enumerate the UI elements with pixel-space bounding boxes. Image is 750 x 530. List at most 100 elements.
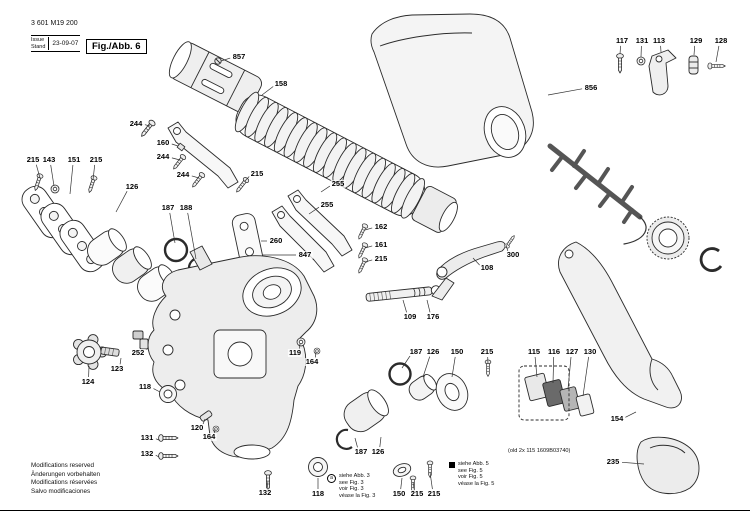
part-callout-116: 116 (546, 347, 562, 356)
part-lever-108 (436, 241, 506, 280)
issue-date: 23-09-07 (52, 40, 79, 47)
part-arm-154 (558, 241, 682, 409)
note-line: voir Fig. 3 (339, 486, 364, 493)
footer-divider (0, 510, 750, 511)
see-fig5-note: siehe Abb. 5 see Fig. 5 voir Fig. 5 véas… (449, 461, 494, 487)
part-callout-126: 126 (425, 347, 441, 356)
figure-label: Fig./Abb. 6 (86, 39, 147, 54)
part-callout-187: 187 (160, 203, 176, 212)
part-ring-187 (163, 237, 189, 263)
see-fig3-note: a siehe Abb. 3 see Fig. 3 voir Fig. 3 vé… (327, 473, 375, 499)
part-hose (234, 91, 458, 233)
part-callout-176: 176 (425, 312, 441, 321)
part-callout-857: 857 (231, 52, 247, 61)
note-line: siehe Abb. 5 (458, 461, 489, 467)
part-tube-158 (168, 41, 262, 114)
part-callout-108: 108 (479, 263, 495, 272)
part-callout-131: 131 (634, 36, 650, 45)
part-callout-215: 215 (88, 155, 104, 164)
part-callout-158: 158 (273, 79, 289, 88)
part-plate-260 (231, 213, 264, 267)
part-callout-119: 119 (287, 348, 303, 357)
part-callout-235: 235 (605, 457, 621, 466)
part-callout-215: 215 (249, 169, 265, 178)
part-bracket-244 (167, 121, 239, 189)
part-shaft-123 (100, 346, 120, 357)
part-callout-143: 143 (41, 155, 57, 164)
part-spacer-129 (688, 55, 699, 75)
part-callout-856: 856 (583, 83, 599, 92)
part-callout-132: 132 (139, 449, 155, 458)
part-callout-129: 129 (688, 36, 704, 45)
part-callout-123: 123 (109, 364, 125, 373)
part-callout-124: 124 (80, 377, 96, 386)
part-callout-847: 847 (297, 250, 313, 259)
part-callout-244: 244 (155, 152, 171, 161)
part-callout-215: 215 (373, 254, 389, 263)
part-rollers-middle (308, 362, 469, 477)
part-callout-127: 127 (564, 347, 580, 356)
part-callout-115: 115 (526, 347, 542, 356)
part-callout-120: 120 (189, 423, 205, 432)
part-callout-118: 118 (137, 382, 153, 391)
fig5-note-icon (449, 462, 455, 468)
note-line: véase la Fig. 5 (458, 480, 495, 487)
part-callout-187: 187 (353, 447, 369, 456)
part-circlip (699, 247, 723, 272)
part-callout-164: 164 (304, 357, 320, 366)
issue-label: Issue (31, 37, 45, 43)
part-callout-151: 151 (66, 155, 82, 164)
part-callout-187: 187 (408, 347, 424, 356)
part-callout-160: 160 (155, 138, 171, 147)
part-bracket-113 (648, 49, 677, 96)
modifications-notice: Modifications reserved Änderungen vorbeh… (31, 462, 100, 497)
part-callout-113: 113 (651, 36, 667, 45)
part-adjust-knob (646, 216, 690, 260)
part-callout-150: 150 (449, 347, 465, 356)
part-callout-117: 117 (614, 36, 630, 45)
part-guard-235 (636, 436, 700, 494)
stand-label: Stand (31, 43, 46, 50)
part-bracket-255b (271, 205, 335, 273)
part-callout-126: 126 (124, 182, 140, 191)
part-pad-130 (575, 393, 595, 417)
part-cable-harness (547, 143, 647, 245)
issue-date-box: Issue Stand 23-09-07 (31, 35, 81, 52)
old-part-note: (old 2x 115 1609B03740) (508, 448, 571, 454)
part-callout-132: 132 (257, 488, 273, 497)
part-callout-161: 161 (373, 240, 389, 249)
note-line: see Fig. 5 (458, 467, 483, 474)
part-callout-255: 255 (330, 179, 346, 188)
notice-line: Modifications réservées (31, 479, 98, 487)
part-callout-215: 215 (25, 155, 41, 164)
part-ring-118-left (159, 385, 177, 403)
notice-line: Änderungen vorbehalten (31, 470, 100, 478)
part-callout-188: 188 (178, 203, 194, 212)
part-gear-housing (147, 245, 318, 460)
part-callout-255: 255 (319, 200, 335, 209)
part-callout-164: 164 (201, 432, 217, 441)
part-callout-150: 150 (391, 489, 407, 498)
part-callout-130: 130 (582, 347, 598, 356)
part-callout-128: 128 (713, 36, 729, 45)
notice-line: Salvo modificaciones (31, 488, 91, 496)
part-callout-260: 260 (268, 236, 284, 245)
fig3-note-icon: a (327, 474, 336, 483)
part-callout-252: 252 (130, 348, 146, 357)
part-callout-109: 109 (402, 312, 418, 321)
part-callout-244: 244 (128, 119, 144, 128)
part-bracket-255a (287, 189, 353, 257)
note-line: véase la Fig. 3 (339, 492, 376, 499)
part-link-fork (431, 277, 455, 301)
part-callout-215: 215 (409, 489, 425, 498)
old-part-group-outline (518, 365, 570, 421)
notice-line: Modifications reserved (31, 462, 94, 469)
part-callout-118: 118 (310, 489, 326, 498)
part-pin-120 (199, 410, 213, 422)
part-callout-300: 300 (505, 250, 521, 259)
document-part-number: 3 601 M19 200 (31, 20, 78, 27)
note-line: siehe Abb. 3 (339, 473, 370, 479)
